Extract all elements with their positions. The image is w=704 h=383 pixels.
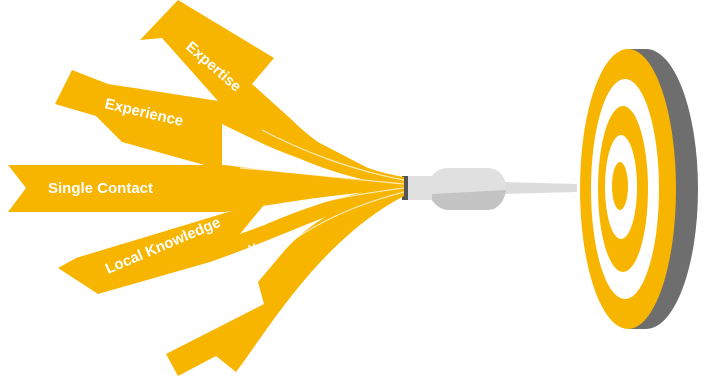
flight-crease-2 <box>239 167 405 185</box>
flight-experience: Experience <box>55 70 404 186</box>
flight-label-single-contact: Single Contact <box>48 180 153 197</box>
flight-crease-3 <box>249 187 405 223</box>
flight-single-contact-shape <box>8 165 404 212</box>
flight-crease-1 <box>261 129 405 181</box>
flight-global-network-shape <box>166 189 404 376</box>
flight-expertise-shape <box>140 0 404 188</box>
flight-expertise: Expertise <box>140 0 404 188</box>
flight-experience-shape <box>55 70 404 186</box>
dart-barrel-shadow <box>432 190 506 210</box>
dart-tip <box>505 182 577 194</box>
dart-flights: Expertise Experience Single Contact Loca… <box>8 0 405 376</box>
dart-collar <box>402 176 408 200</box>
target-bullseye <box>612 162 628 210</box>
flight-single-contact: Single Contact <box>8 165 404 212</box>
target-icon <box>580 49 698 329</box>
flight-local-knowledge-shape <box>58 186 404 294</box>
dart-icon <box>402 168 577 210</box>
flight-crease-4 <box>279 191 405 251</box>
